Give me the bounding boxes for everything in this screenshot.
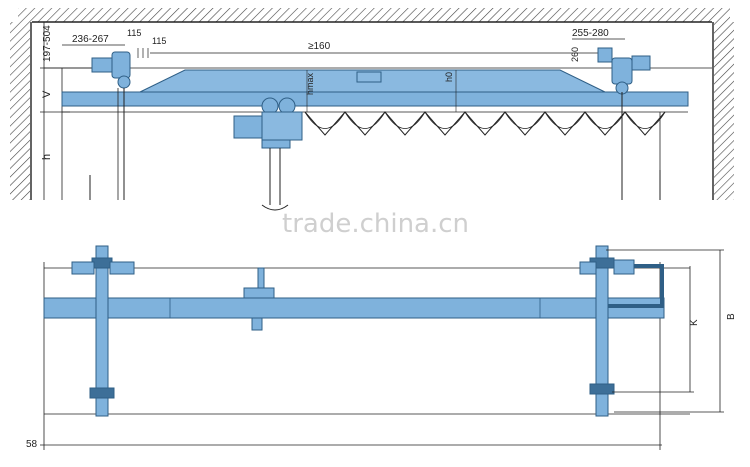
ceiling-hatch [18, 8, 730, 22]
dim-label-right-buffer: 255-280 [572, 28, 609, 39]
girder-nameplate [356, 71, 382, 83]
plan-trolley-motor [257, 267, 265, 291]
main-girder-top [139, 69, 606, 93]
left-end-carriage [91, 51, 131, 200]
plan-left-motor [71, 261, 95, 275]
dim-label-clearance: ≥160 [308, 41, 331, 52]
festoon-cable [304, 111, 666, 136]
elevation-view: 197-504 V h 236-267 115 115 ≥160 255-280… [10, 8, 734, 211]
plan-left-end-truck [95, 245, 109, 417]
plan-trolley [243, 287, 275, 299]
plan-view: 58 K B [26, 245, 737, 450]
dim-label-left-buffer: 236-267 [72, 34, 109, 45]
plan-right-cable-arm [608, 264, 664, 308]
electric-hoist [233, 97, 303, 211]
right-end-carriage [597, 47, 661, 200]
dim-label-h0: h0 [444, 72, 454, 82]
dim-label-hmax: hmax [305, 72, 315, 95]
dim-label-spacing-1: 115 [127, 28, 141, 38]
dim-label-right-height: 260 [570, 47, 580, 62]
dim-label-v: V [41, 90, 53, 98]
dim-label-top-offset: 197-504 [42, 25, 53, 62]
plan-left-gear [109, 261, 135, 275]
dim-label-spacing-2: 115 [152, 36, 166, 46]
plan-right-end-truck [595, 245, 609, 417]
dim-label-h: h [41, 154, 53, 160]
plan-right-wheel-bottom [589, 383, 615, 395]
plan-right-bracket [579, 261, 597, 275]
left-wall-hatch [10, 22, 30, 200]
dim-label-left-offset: 58 [26, 439, 38, 450]
plan-main-girder [43, 297, 665, 319]
watermark-text: trade.china.cn [282, 209, 469, 239]
main-girder [61, 91, 689, 107]
plan-right-motor [613, 259, 635, 275]
right-wall-hatch [714, 22, 734, 200]
plan-left-wheel-top [91, 257, 113, 269]
dim-label-b: B [726, 313, 737, 320]
festoon-loops [304, 111, 666, 129]
dim-label-k: K [689, 319, 700, 326]
plan-left-wheel-bottom [89, 387, 115, 399]
plan-hook [251, 317, 263, 331]
